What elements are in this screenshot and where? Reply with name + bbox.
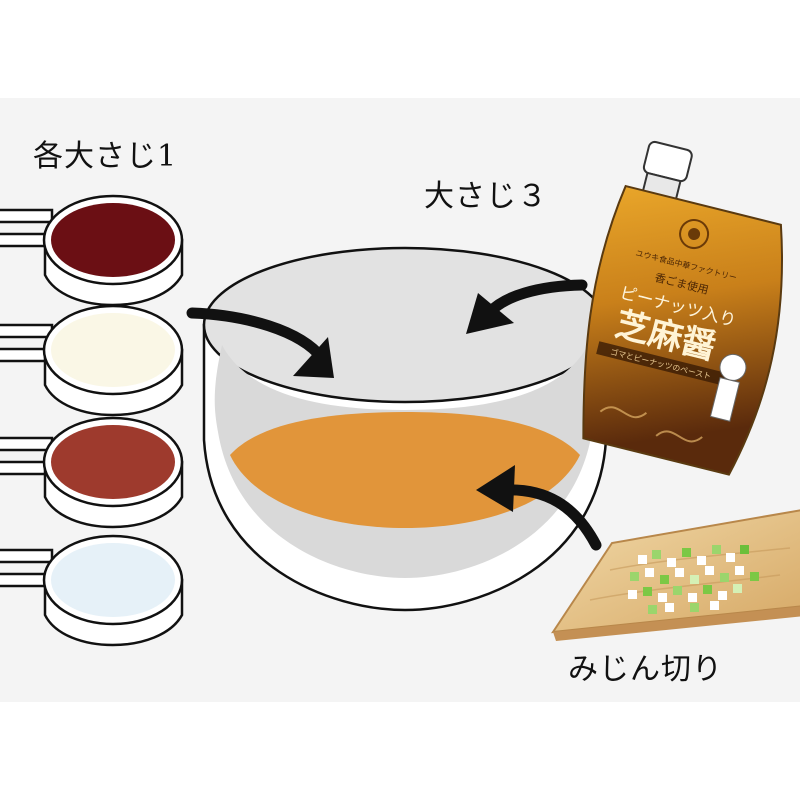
cutting-board	[550, 509, 800, 641]
measuring-spoon-3	[0, 416, 184, 529]
sesame-paste-package: ユウキ食品中華ファクトリー 香ごま使用 ピーナッツ入り 芝麻醤 ゴマとピーナッツ…	[582, 140, 784, 476]
label-tablespoon-three: 大さじ３	[424, 179, 548, 214]
dark-red-sauce	[51, 203, 175, 277]
measuring-spoon-2	[0, 304, 184, 417]
light-blue-liquid	[51, 543, 175, 617]
arrow-from-board	[476, 465, 602, 551]
emblem-icon	[679, 219, 710, 250]
measuring-spoon-4	[0, 534, 184, 647]
arrow-from-spoons	[186, 307, 334, 378]
minced-green-onion	[628, 545, 759, 614]
cream-liquid	[51, 313, 175, 387]
brown-red-sauce	[51, 425, 175, 499]
label-each-tablespoon: 各大さじ1	[33, 139, 178, 174]
measuring-spoon-1	[0, 194, 184, 307]
mixing-bowl	[202, 246, 608, 612]
label-minced: みじん切り	[568, 652, 723, 687]
arrow-from-package	[466, 279, 588, 334]
